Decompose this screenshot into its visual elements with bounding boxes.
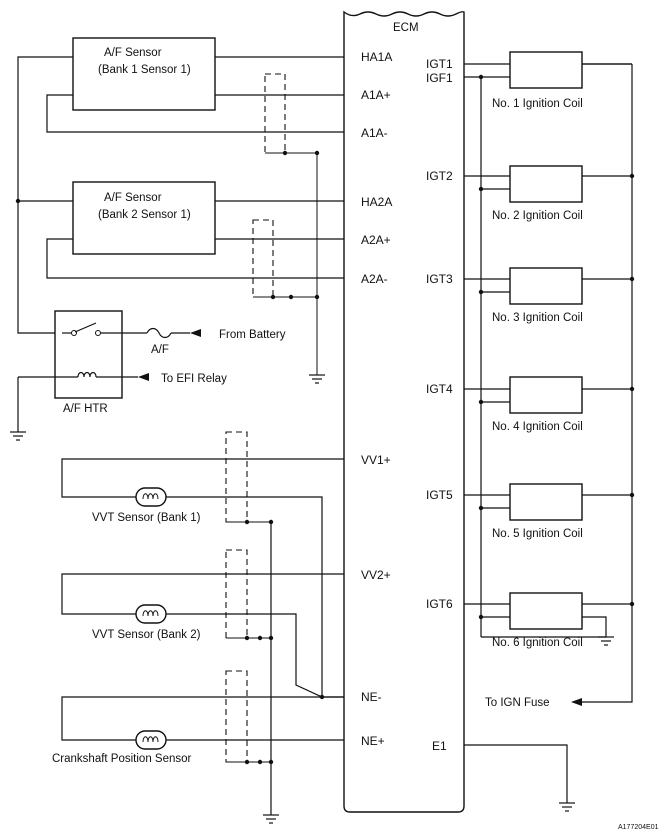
- vvt-sensor-bank2-element: [135, 604, 167, 624]
- pin-ha1a: HA1A: [361, 50, 392, 64]
- pin-igt5: IGT5: [426, 488, 453, 502]
- pin-ne-minus: NE-: [361, 690, 382, 704]
- ground-symbol-e1: [559, 802, 575, 812]
- shield-vvt2: [225, 549, 248, 639]
- to-ign-fuse-label: To IGN Fuse: [485, 697, 550, 709]
- ignition-coil-2-box: [509, 165, 583, 203]
- relay-switch-contact: [74, 322, 97, 333]
- shield-af1: [264, 73, 286, 154]
- pin-a1a-plus: A1A+: [361, 88, 391, 102]
- vvt-sensor-bank2-label: VVT Sensor (Bank 2): [92, 629, 201, 641]
- to-efi-relay-label: To EFI Relay: [161, 373, 227, 385]
- fuse-label: A/F: [151, 344, 169, 356]
- relay-coil-symbol: [18, 371, 138, 378]
- shield-af2: [252, 219, 274, 298]
- ground-symbol-shield-af: [309, 374, 325, 384]
- af-htr-relay-box: [54, 310, 123, 399]
- pin-ne-plus: NE+: [361, 734, 385, 748]
- pin-ha2a: HA2A: [361, 195, 392, 209]
- crank-sensor-label: Crankshaft Position Sensor: [52, 753, 192, 765]
- af-htr-label: A/F HTR: [63, 403, 108, 415]
- pin-igf1: IGF1: [426, 71, 453, 85]
- ignition-coil-6-box: [509, 592, 583, 630]
- ecm-title: ECM: [393, 22, 419, 34]
- pin-a2a-minus: A2A-: [361, 272, 388, 286]
- ignition-coil-1-box: [509, 51, 583, 89]
- af-sensor-bank2-label-1: A/F Sensor: [104, 192, 162, 204]
- ground-symbol-sensors: [263, 814, 279, 824]
- ignition-coil-1-label: No. 1 Ignition Coil: [492, 98, 583, 110]
- ground-symbol-heater: [10, 431, 26, 441]
- pin-igt2: IGT2: [426, 169, 453, 183]
- vvt-sensor-bank1-element: [135, 487, 167, 507]
- ignition-coil-2-label: No. 2 Ignition Coil: [492, 210, 583, 222]
- pin-vv1-plus: VV1+: [361, 453, 391, 467]
- pin-a2a-plus: A2A+: [361, 233, 391, 247]
- crank-sensor-element: [135, 730, 167, 750]
- pin-igt6: IGT6: [426, 597, 453, 611]
- pin-a1a-minus: A1A-: [361, 126, 388, 140]
- from-battery-label: From Battery: [219, 329, 286, 341]
- af-sensor-bank1-label-1: A/F Sensor: [104, 47, 162, 59]
- vvt-sensor-bank1-label: VVT Sensor (Bank 1): [92, 512, 201, 524]
- af-sensor-bank2-box: [72, 181, 216, 255]
- af-sensor-bank1-box: [72, 37, 216, 111]
- pin-igt3: IGT3: [426, 272, 453, 286]
- pin-igt1: IGT1: [426, 57, 453, 71]
- ignition-coil-3-label: No. 3 Ignition Coil: [492, 312, 583, 324]
- pin-vv2-plus: VV2+: [361, 568, 391, 582]
- ignition-coil-5-label: No. 5 Ignition Coil: [492, 528, 583, 540]
- shield-crank: [225, 670, 248, 763]
- ignition-coil-5-box: [509, 483, 583, 521]
- af-sensor-bank1-label-2: (Bank 1 Sensor 1): [98, 64, 191, 76]
- ignition-coil-4-label: No. 4 Ignition Coil: [492, 421, 583, 433]
- shield-vvt1: [225, 431, 248, 523]
- ignition-coil-4-box: [509, 376, 583, 414]
- ignition-coil-3-box: [509, 267, 583, 305]
- ecm-box: [343, 10, 465, 813]
- pin-e1: E1: [432, 739, 447, 753]
- pin-igt4: IGT4: [426, 382, 453, 396]
- af-sensor-bank2-label-2: (Bank 2 Sensor 1): [98, 209, 191, 221]
- figure-code: A177204E01: [618, 824, 659, 831]
- fuse-symbol: [146, 327, 172, 339]
- ignition-coil-6-label: No. 6 Ignition Coil: [492, 637, 583, 649]
- ground-symbol-coils: [598, 636, 614, 646]
